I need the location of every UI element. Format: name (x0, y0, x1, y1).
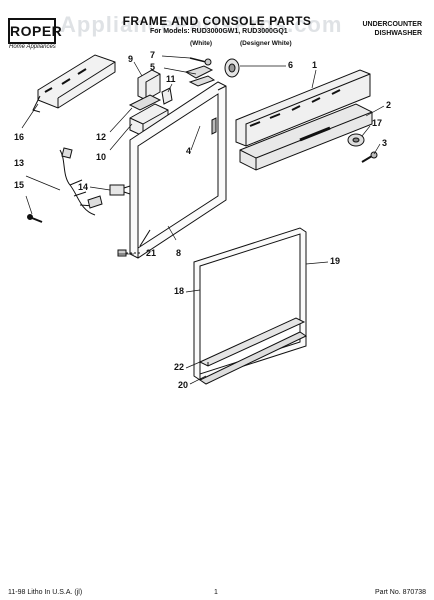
footer-litho: 11-98 Litho In U.S.A. (jl) (8, 589, 83, 596)
footer-part-number: Part No. 870738 (375, 589, 426, 596)
callout-18: 18 (174, 286, 185, 296)
part-5-bracket (184, 65, 216, 87)
appliance-line-2: DISHWASHER (374, 30, 422, 37)
appliance-type: UNDERCOUNTER DISHWASHER (363, 20, 423, 38)
callout-7: 7 (150, 50, 156, 60)
callout-14: 14 (78, 182, 89, 192)
brand-subtitle: Home Appliances (9, 44, 56, 50)
page-title: FRAME AND CONSOLE PARTS (122, 14, 312, 28)
callout-10: 10 (96, 152, 107, 162)
callout-3: 3 (382, 138, 388, 148)
callout-8: 8 (176, 248, 182, 258)
leader-lines (21, 55, 385, 385)
callout-15: 15 (14, 180, 25, 190)
appliance-line-1: UNDERCOUNTER (362, 21, 423, 28)
callout-6: 6 (288, 60, 294, 70)
part-16-housing (32, 54, 116, 113)
part-12-latch (128, 94, 162, 111)
footer-page-number: 1 (214, 589, 218, 596)
color-designer-white: (Designer White) (240, 40, 292, 47)
color-white: (White) (190, 40, 213, 47)
part-14-switch (109, 184, 131, 196)
callout-2: 2 (386, 100, 392, 110)
part-21-plug (117, 249, 140, 257)
callout-19: 19 (330, 256, 341, 266)
part-13-wire-harness (59, 147, 103, 216)
part-15-screw (27, 214, 43, 223)
part-4-door-frame (129, 81, 227, 259)
callout-5: 5 (150, 62, 156, 72)
part-9-bracket (137, 69, 161, 101)
callout-22: 22 (174, 362, 185, 372)
model-numbers: For Models: RUD3000GW1, RUD3000GQ1 (150, 28, 288, 35)
callout-13: 13 (14, 158, 25, 168)
part-22-trim (198, 317, 306, 367)
callout-20: 20 (178, 380, 189, 390)
part-2-console-overlay (239, 103, 373, 171)
watermark: AppliancePartsPros.com (60, 12, 343, 37)
part-1-control-panel (235, 69, 371, 147)
callout-11: 11 (166, 74, 176, 84)
part-17-knob (347, 133, 365, 147)
part-7-screw (189, 57, 212, 66)
brand-logo: ROPER (8, 18, 62, 44)
part-3-screw (361, 151, 378, 163)
part-20-strip (198, 331, 308, 385)
part-11-clip (161, 87, 173, 105)
callout-4: 4 (186, 146, 192, 156)
callout-9: 9 (128, 54, 134, 64)
part-18-door-panel (193, 227, 307, 381)
callout-12: 12 (96, 132, 107, 142)
callout-1: 1 (312, 60, 318, 70)
callout-21: 21 (146, 248, 157, 258)
callout-17: 17 (372, 118, 383, 128)
part-6-knob (224, 58, 240, 78)
callout-16: 16 (14, 132, 25, 142)
